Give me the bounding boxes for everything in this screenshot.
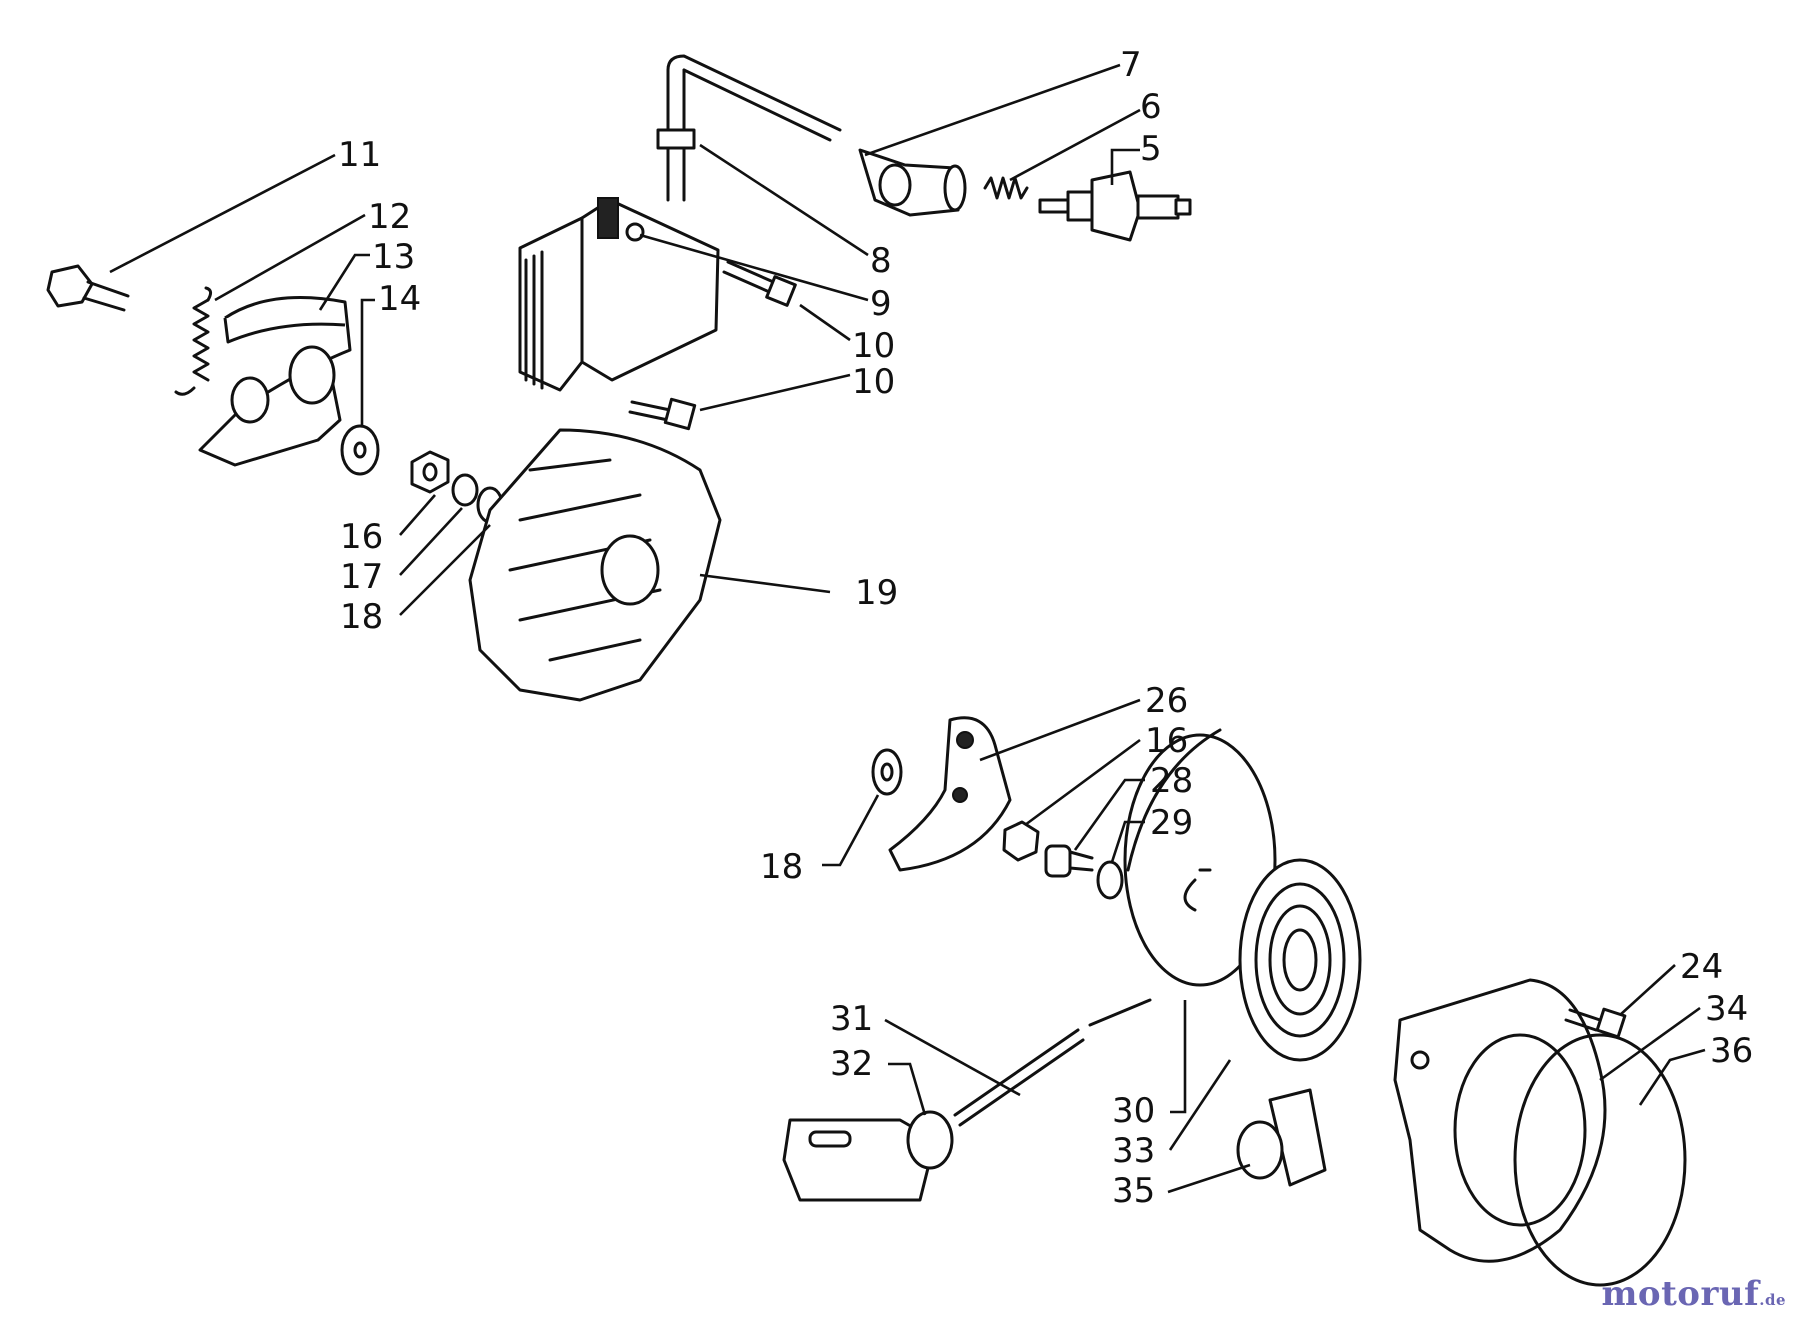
starter-rope <box>953 998 1152 1127</box>
callout-24: 24 <box>1680 947 1723 987</box>
callout-10-upper: 10 <box>852 326 895 366</box>
callout-6: 6 <box>1140 87 1162 127</box>
ignition-lead <box>656 54 842 202</box>
watermark-text: motoruf <box>1601 1274 1760 1314</box>
watermark-logo: motoruf.de <box>1601 1274 1786 1314</box>
callout-34: 34 <box>1705 989 1748 1029</box>
callout-14: 14 <box>378 279 421 319</box>
starter-pulley <box>1123 728 1277 987</box>
lock-washer-17 <box>451 473 479 507</box>
callout-7: 7 <box>1120 45 1142 85</box>
callout-31: 31 <box>830 999 873 1039</box>
screw-10-lower <box>628 397 697 431</box>
callout-32: 32 <box>830 1044 873 1084</box>
callout-11: 11 <box>338 135 381 175</box>
callout-8: 8 <box>870 241 892 281</box>
callout-10-lower: 10 <box>852 362 895 402</box>
nut-16-lower <box>1002 820 1040 862</box>
gasket-36 <box>1513 1033 1687 1287</box>
callout-16-lower: 16 <box>1145 721 1188 761</box>
bolt-11 <box>46 264 130 312</box>
starter-pawl <box>888 716 1012 872</box>
callout-19: 19 <box>855 573 898 613</box>
sleeve-35 <box>1236 1088 1327 1187</box>
callout-36: 36 <box>1710 1031 1753 1071</box>
callout-16-upper: 16 <box>340 517 383 557</box>
rewind-spring <box>1238 858 1362 1062</box>
nut-16 <box>410 450 450 494</box>
washer-29 <box>1096 860 1124 900</box>
ignition-coil <box>518 197 720 392</box>
starter-housing <box>1393 978 1607 1263</box>
callout-28: 28 <box>1150 761 1193 801</box>
callout-26: 26 <box>1145 681 1188 721</box>
callout-35: 35 <box>1112 1171 1155 1211</box>
spark-plug <box>1038 170 1192 242</box>
leader-lines <box>109 63 1706 1194</box>
callout-12: 12 <box>368 197 411 237</box>
cap-spring <box>983 176 1029 200</box>
screw-24 <box>1564 1007 1627 1039</box>
callout-29: 29 <box>1150 803 1193 843</box>
callout-18-upper: 18 <box>340 597 383 637</box>
starter-handle <box>782 1110 954 1202</box>
callout-9: 9 <box>870 284 892 324</box>
flywheel <box>468 428 722 702</box>
spark-plug-cap <box>858 148 967 217</box>
callout-17: 17 <box>340 557 383 597</box>
callout-13: 13 <box>372 237 415 277</box>
watermark-suffix: .de <box>1759 1291 1786 1309</box>
shoulder-screw <box>1044 844 1094 878</box>
callout-18-lower: 18 <box>760 847 803 887</box>
washer-18-lower <box>871 748 903 796</box>
clutch-spring <box>174 286 213 396</box>
screw-10-upper <box>722 260 797 307</box>
callout-labels: 5 6 7 8 9 10 10 11 12 13 14 16 17 18 19 … <box>338 45 1753 1211</box>
clutch-shoe <box>198 296 352 467</box>
callout-33: 33 <box>1112 1131 1155 1171</box>
callout-30: 30 <box>1112 1091 1155 1131</box>
callout-5: 5 <box>1140 129 1162 169</box>
washer-14 <box>340 424 380 476</box>
